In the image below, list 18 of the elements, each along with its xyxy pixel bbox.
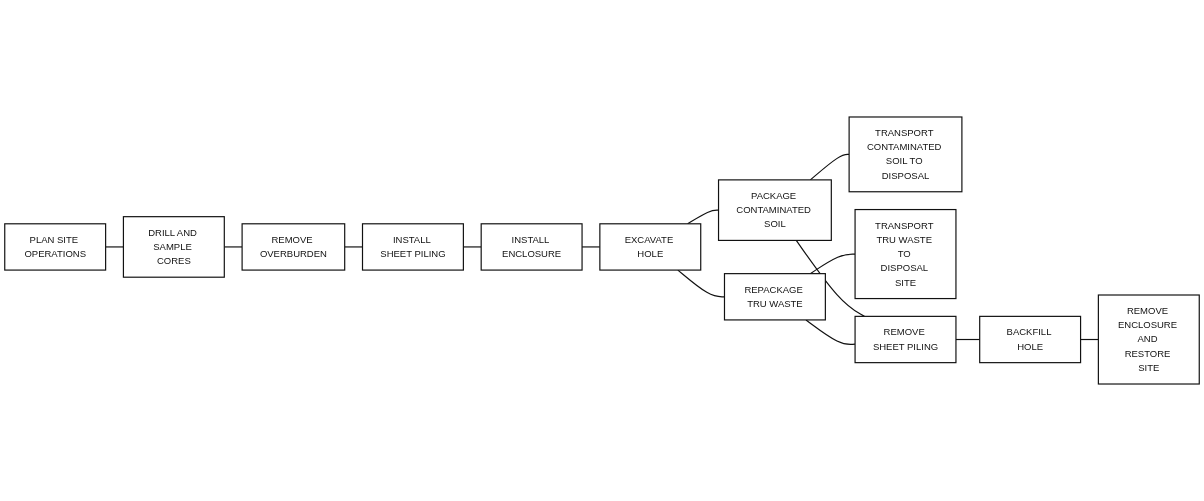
node-box	[122, 216, 225, 278]
connector	[805, 319, 856, 346]
connector	[105, 246, 124, 248]
node-box	[4, 223, 107, 271]
connector	[809, 253, 856, 275]
node-box	[854, 315, 957, 364]
node-box	[1097, 294, 1200, 385]
node-box	[599, 223, 702, 271]
node-box	[854, 208, 957, 300]
node-box	[241, 223, 346, 271]
connector	[795, 239, 866, 317]
node-box	[717, 179, 832, 241]
connector	[809, 153, 850, 181]
node-box	[723, 273, 826, 321]
node-box	[480, 223, 583, 271]
node-box	[848, 116, 963, 193]
node-box	[361, 223, 464, 271]
node-box	[979, 315, 1082, 364]
